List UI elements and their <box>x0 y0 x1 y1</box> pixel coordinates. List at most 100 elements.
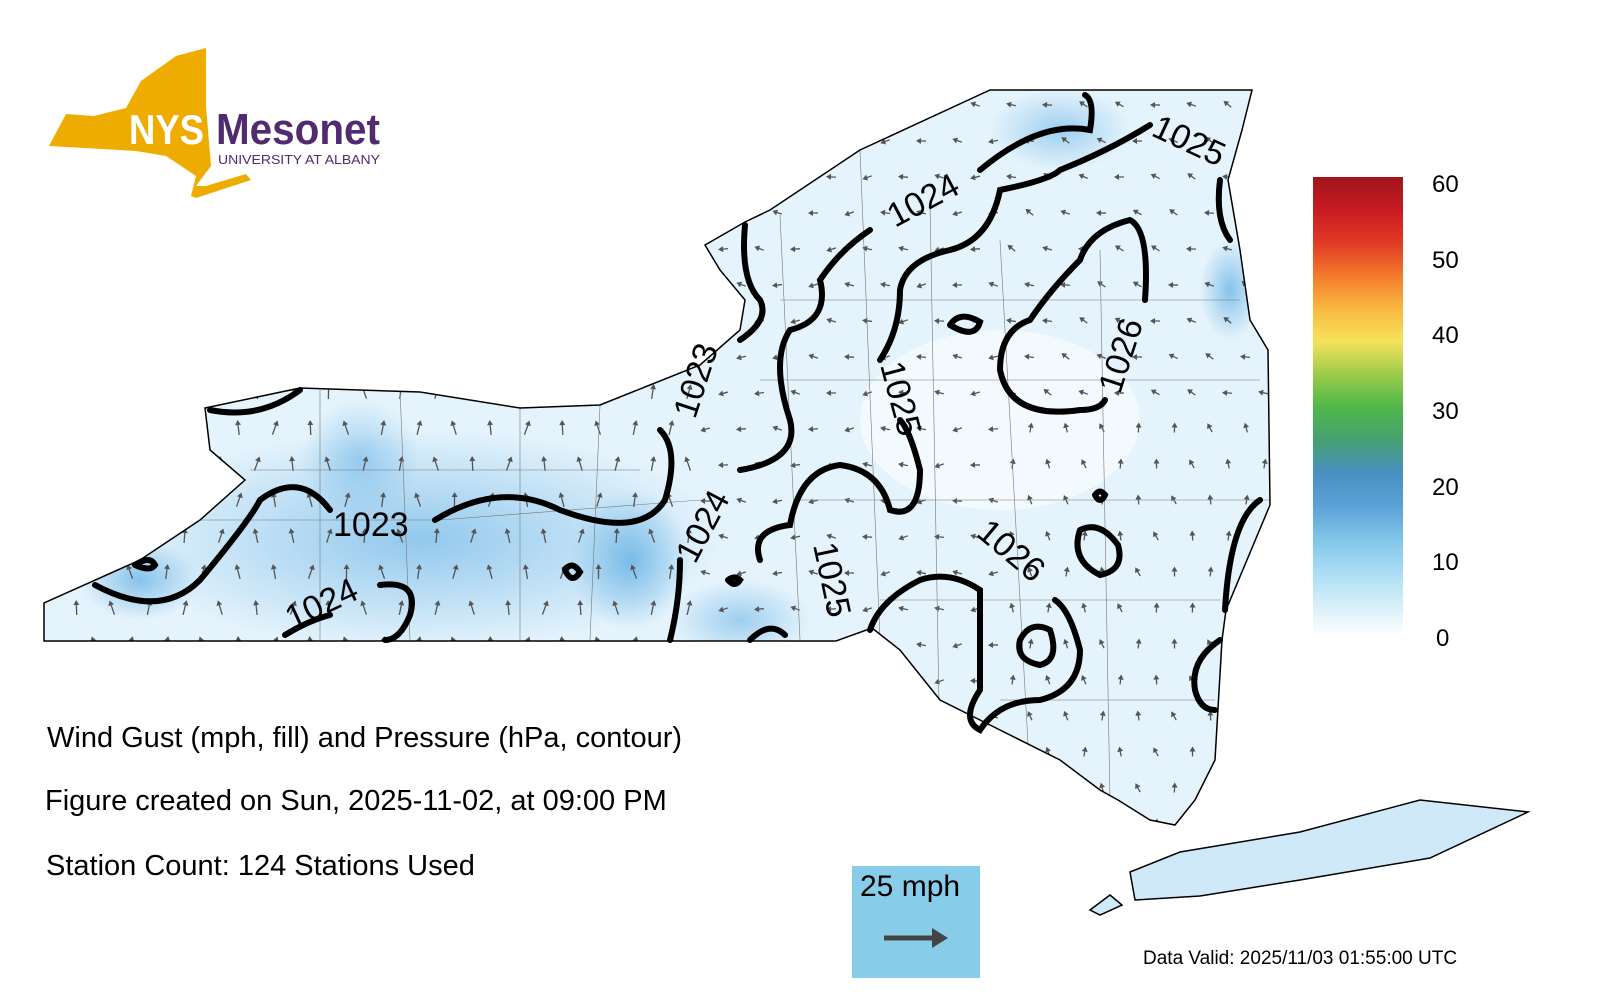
wind-arrow <box>880 570 891 577</box>
wind-arrow <box>504 384 511 400</box>
wind-arrow <box>1187 389 1196 396</box>
wind-arrow <box>1566 638 1575 649</box>
wind-arrow <box>808 426 819 433</box>
wind-arrow <box>324 888 331 900</box>
wind-arrow <box>808 858 819 865</box>
wind-arrow <box>182 384 189 399</box>
wind-arrow <box>1459 782 1466 793</box>
wind-arrow <box>649 168 656 184</box>
wind-arrow <box>1207 566 1214 577</box>
wind-arrow <box>559 420 566 436</box>
wind-arrow <box>988 138 999 145</box>
wind-arrow <box>1186 317 1196 324</box>
wind-arrow <box>844 713 855 720</box>
wind-arrow <box>1081 602 1088 613</box>
wind-arrow <box>614 456 621 471</box>
wind-arrow <box>844 570 855 577</box>
wind-arrow <box>126 348 134 363</box>
colorbar-tick: 0 <box>1436 625 1450 652</box>
wind-arrow <box>1531 854 1538 865</box>
wind-arrow <box>1024 353 1035 360</box>
wind-arrow <box>916 425 927 432</box>
wind-arrow <box>1205 353 1214 360</box>
wind-arrow <box>1153 602 1160 613</box>
wind-arrow <box>808 209 819 216</box>
wind-arrow <box>1513 674 1520 685</box>
wind-arrow <box>1441 459 1447 469</box>
wind-arrow <box>684 240 691 255</box>
wind-arrow <box>108 384 116 399</box>
wind-arrow <box>1441 891 1447 900</box>
wind-arrow <box>127 708 134 724</box>
wind-arrow <box>632 204 639 220</box>
wind-arrow <box>1402 173 1412 180</box>
wind-arrow <box>469 672 476 688</box>
wind-arrow <box>1204 209 1215 216</box>
wind-arrow <box>1546 317 1557 324</box>
wind-arrow <box>1060 281 1071 288</box>
wind-arrow <box>343 564 350 580</box>
wind-arrow <box>916 137 927 144</box>
wind-arrow <box>614 312 620 328</box>
wind-arrow <box>1096 137 1106 144</box>
wind-arrow <box>970 101 981 108</box>
logo-subtitle: UNIVERSITY AT ALBANY <box>218 152 380 167</box>
wind-arrow <box>452 564 459 579</box>
wind-arrow <box>754 102 765 109</box>
wind-arrow <box>1331 101 1340 108</box>
wind-arrow <box>1564 135 1576 146</box>
wind-arrow <box>414 492 422 507</box>
wind-arrow <box>1114 173 1125 180</box>
wind-arrow <box>1223 100 1232 108</box>
wind-arrow <box>862 174 873 181</box>
wind-arrow <box>614 672 621 687</box>
wind-arrow <box>1295 388 1304 396</box>
wind-arrow <box>180 888 188 900</box>
wind-arrow <box>1333 746 1340 757</box>
wind-arrow <box>790 318 801 325</box>
wind-arrow <box>1423 782 1430 793</box>
wind-arrow <box>73 600 80 616</box>
wind-arrow <box>1405 458 1412 469</box>
wind-arrow <box>1009 602 1016 613</box>
wind-arrow <box>307 564 315 579</box>
wind-arrow <box>614 96 621 112</box>
wind-arrow <box>1510 317 1521 324</box>
wind-arrow <box>505 456 513 471</box>
wind-arrow <box>1081 459 1087 469</box>
wind-arrow <box>504 168 511 183</box>
wind-arrow <box>398 672 404 688</box>
wind-arrow <box>596 132 603 148</box>
wind-arrow <box>1546 102 1556 109</box>
wind-arrow <box>1387 783 1393 793</box>
wind-arrow <box>1313 137 1322 144</box>
wind-arrow <box>235 492 243 507</box>
wind-arrow <box>808 569 819 576</box>
wind-arrow <box>450 204 457 219</box>
wind-arrow <box>378 564 386 579</box>
wind-arrow <box>1042 101 1053 108</box>
wind-arrow <box>898 173 909 180</box>
wind-arrow <box>1513 458 1520 469</box>
wind-arrow <box>1492 353 1503 360</box>
wind-arrow <box>1027 854 1034 865</box>
wind-arrow <box>1045 818 1052 829</box>
wind-arrow <box>1528 137 1539 144</box>
wind-arrow <box>469 240 476 256</box>
wind-arrow <box>1495 783 1501 793</box>
wind-arrow <box>542 168 549 183</box>
wind-arrow <box>862 101 873 108</box>
wind-arrow <box>432 672 440 687</box>
wind-arrow <box>451 492 458 508</box>
wind-arrow <box>970 174 981 181</box>
wind-arrow <box>844 786 855 793</box>
wind-arrow <box>718 317 729 324</box>
wind-arrow <box>1457 353 1466 360</box>
wind-arrow <box>1384 137 1395 144</box>
wind-arrow <box>1369 746 1376 757</box>
wind-arrow <box>505 672 513 687</box>
logo-nys-text: NYS <box>129 106 204 153</box>
wind-arrow <box>595 348 602 364</box>
wind-arrow <box>144 312 152 327</box>
wind-arrow <box>1369 674 1376 685</box>
